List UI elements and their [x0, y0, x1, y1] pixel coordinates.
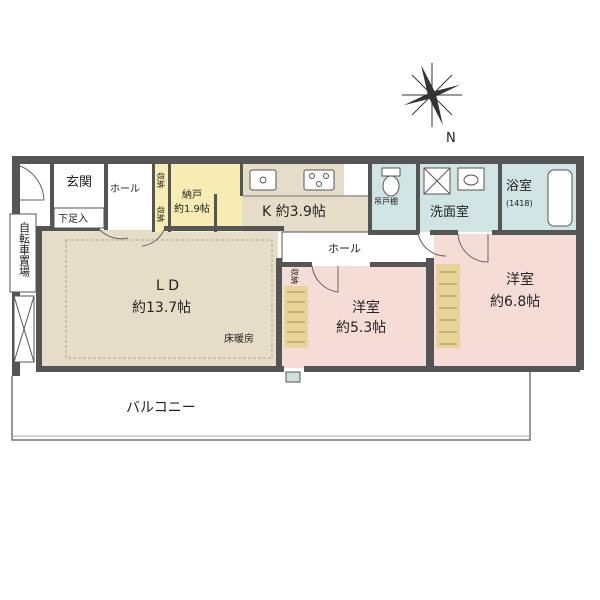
nando-name: 納戸	[182, 188, 202, 201]
bath-name: 浴室	[506, 178, 532, 194]
yoshitsu1-door	[311, 265, 339, 293]
floor-heating-area	[65, 239, 273, 359]
balcony-outline	[11, 372, 531, 441]
closet-label-1: 収納	[156, 172, 166, 188]
ld-door	[99, 229, 129, 240]
ld-name: L D	[156, 278, 179, 294]
stove-icon	[303, 169, 335, 191]
washer-icon	[423, 167, 451, 195]
closet-entry-2	[152, 198, 170, 232]
hall-main-label: ホール	[328, 242, 361, 255]
tsuridana-label: 吊戸棚	[374, 196, 398, 206]
closet-label-3: 収納	[290, 268, 300, 284]
compass-icon	[402, 63, 462, 127]
senmen-label: 洗面室	[430, 204, 469, 220]
closet-slats	[287, 271, 457, 345]
shitaashi-box	[53, 207, 105, 229]
ld-floor	[40, 230, 278, 368]
north-label: N	[446, 131, 456, 146]
closet-entry-1	[152, 164, 170, 198]
shaft-box	[13, 295, 35, 363]
hall-entry-label: ホール	[110, 183, 140, 195]
bathtub-icon	[547, 169, 573, 227]
entry-door	[19, 165, 45, 201]
yoshitsu2-door	[457, 233, 489, 263]
floor-heating-label: 床暖房	[224, 332, 254, 345]
yoshitsu1-size: 約5.3帖	[336, 320, 386, 336]
closet-yoshitsu1	[284, 286, 308, 348]
nando-size: 約1.9帖	[174, 202, 210, 215]
bike-parking-area	[9, 213, 37, 293]
closet-yoshitsu2	[436, 264, 460, 348]
bath-size: (1418)	[506, 199, 533, 208]
basin-icon	[457, 167, 485, 191]
ld-size: 約13.7帖	[132, 300, 191, 316]
toilet-icon	[381, 167, 401, 197]
genkan-label: 玄関	[66, 175, 92, 190]
nando-floor	[170, 164, 242, 232]
yoshitsu2-name: 洋室	[506, 271, 534, 288]
hall-outline	[281, 231, 418, 262]
ac-unit	[285, 371, 301, 383]
ld-door-2	[141, 229, 165, 247]
senmen-door	[417, 231, 447, 257]
yoshitsu1-name: 洋室	[352, 299, 380, 316]
bike-parking-label: 自転車置場	[18, 222, 31, 278]
shitaashi-label: 下足入	[58, 213, 88, 225]
kitchen-sink-icon	[249, 169, 277, 191]
yoshitsu2-size: 約6.8帖	[490, 294, 540, 310]
balcony-label: バルコニー	[126, 400, 196, 416]
closet-label-2: 収納	[156, 206, 166, 222]
kitchen-label: K 約3.9帖	[262, 204, 326, 220]
